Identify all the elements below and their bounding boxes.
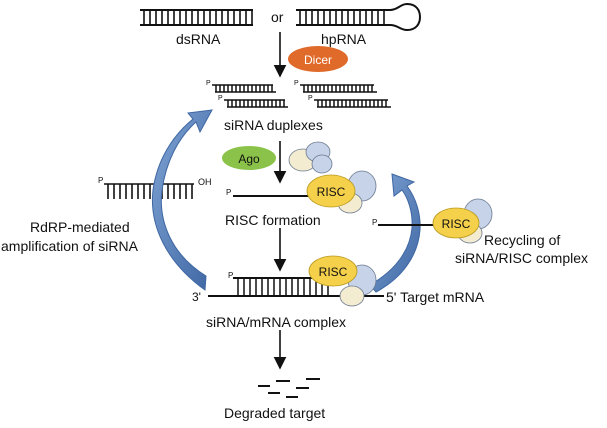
degraded-target-label: Degraded target xyxy=(224,405,326,421)
p-mark-duplex-2: P xyxy=(218,95,223,102)
p-mark-amplification: P xyxy=(98,176,104,185)
target-mrna-label: 5' Target mRNA xyxy=(386,289,485,305)
sirna-duplexes-label: siRNA duplexes xyxy=(224,117,323,133)
or-label: or xyxy=(271,9,284,25)
p-mark-duplex-1: P xyxy=(206,80,211,87)
p-mark-risc: P xyxy=(226,188,232,197)
risc-formation-complex xyxy=(233,170,377,214)
hprna-hairpin xyxy=(296,2,422,32)
recycling-cycle-arrow xyxy=(369,173,421,293)
dsrna-ladder xyxy=(140,9,253,26)
risc-label-recycling: RISC xyxy=(441,217,471,231)
hprna-label: hpRNA xyxy=(321,31,367,47)
sirna-mrna-complex xyxy=(208,255,384,307)
three-prime-mark: 3' xyxy=(192,290,201,304)
p-mark-complex: P xyxy=(228,271,234,280)
oh-mark: OH xyxy=(198,177,212,187)
ago-enzyme xyxy=(222,146,276,170)
rdrp-amplification-strand xyxy=(104,183,194,199)
dicer-label: Dicer xyxy=(303,53,333,67)
degraded-fragments xyxy=(258,378,320,398)
risc-formation-label: RISC formation xyxy=(225,212,321,228)
ago-label: Ago xyxy=(238,152,260,166)
protein-cluster-free xyxy=(288,141,333,174)
recycling-risc-complex xyxy=(378,198,493,244)
p-mark-duplex-4: P xyxy=(308,95,313,102)
dicer-enzyme xyxy=(288,46,348,72)
dsrna-label: dsRNA xyxy=(176,31,221,47)
amplification-label-line2: amplification of siRNA xyxy=(1,238,138,254)
amplification-cycle-arrow xyxy=(151,109,213,291)
risc-label-complex: RISC xyxy=(318,265,348,279)
sirna-duplexes-left xyxy=(212,84,288,108)
sirna-duplexes-right xyxy=(300,84,391,108)
p-mark-recycling: P xyxy=(372,218,378,227)
recycling-label-line1: Recycling of xyxy=(484,232,561,248)
amplification-label-line1: RdRP-mediated xyxy=(30,219,130,235)
recycling-label-line2: siRNA/RISC complex xyxy=(455,250,589,266)
risc-label-formation: RISC xyxy=(316,185,346,199)
sirna-mrna-complex-label: siRNA/mRNA complex xyxy=(206,314,347,330)
p-mark-duplex-3: P xyxy=(294,80,299,87)
